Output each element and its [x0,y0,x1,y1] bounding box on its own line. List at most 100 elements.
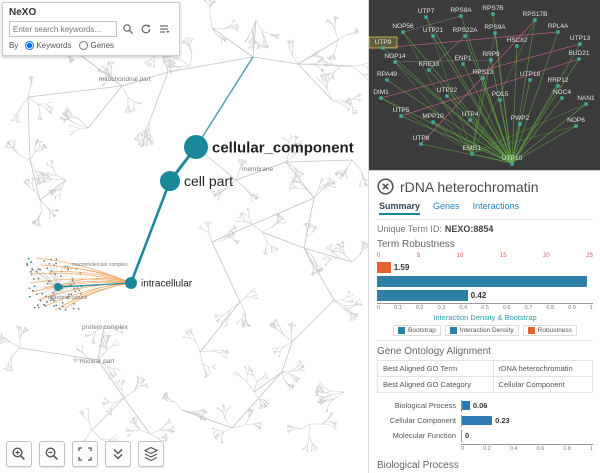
menu-icon[interactable] [156,21,171,37]
zoom-in-button[interactable] [6,441,32,467]
network-node[interactable]: RPS7B [482,5,504,16]
term-title: rDNA heterochromatin [400,178,539,195]
svg-text:HSC82: HSC82 [507,37,528,44]
network-node[interactable]: UTP22 [437,87,458,98]
network-node[interactable]: RRP9 [482,51,500,62]
svg-text:MPP10: MPP10 [422,113,444,120]
biological-process-title: Biological Process [377,460,459,471]
network-node[interactable]: RPS8A [450,7,472,18]
ontology-term-node[interactable]: cellular_component [184,135,354,159]
fit-view-button[interactable] [72,441,98,467]
network-node[interactable]: NOP14 [384,53,406,64]
svg-text:DIM1: DIM1 [373,89,389,96]
network-node[interactable]: DIM1 [373,89,389,100]
robustness-bar-interaction-density: 0.42 [377,289,593,301]
tree-term-label: ribosomal subunit [48,295,88,301]
network-edges [380,13,587,164]
network-node[interactable]: EMG1 [463,145,482,156]
search-input[interactable] [9,21,117,37]
robustness-title: Term Robustness [377,239,455,250]
go-alignment-title: Gene Ontology Alignment [377,346,491,357]
network-node[interactable]: BUD21 [569,50,590,61]
viz-toolbar [6,441,164,467]
svg-text:intracellular: intracellular [141,279,193,290]
network-node[interactable]: UTP7 [418,8,435,19]
collapse-chevrons-button[interactable] [105,441,131,467]
search-by-keywords-radio[interactable]: Keywords [25,41,71,50]
legend-bootstrap[interactable]: Bootstrap [393,325,441,336]
svg-text:UTP8: UTP8 [413,135,430,142]
svg-text:RPS13: RPS13 [473,69,494,76]
tab-interactions[interactable]: Interactions [472,201,520,211]
svg-text:POL5: POL5 [492,91,509,98]
reset-icon[interactable] [138,21,153,37]
svg-text:RPL4A: RPL4A [548,23,569,30]
tab-summary[interactable]: Summary [379,201,421,215]
tab-genes[interactable]: Genes [433,201,460,211]
network-node[interactable]: ENP1 [455,55,472,66]
network-node[interactable]: UTP18 [520,71,541,82]
network-node[interactable]: NOP56 [392,23,414,34]
network-node[interactable]: RRP12 [548,77,569,88]
network-node[interactable]: RPS17B [523,11,548,22]
detail-tabs: Summary Genes Interactions [377,199,593,220]
network-node[interactable]: HSC82 [507,37,528,48]
network-node[interactable]: POL5 [492,91,509,102]
svg-text:KRE33: KRE33 [419,61,440,68]
tree-term-label: mitochondrial part [99,76,151,83]
svg-text:UTP10: UTP10 [502,155,523,162]
network-node[interactable]: UTP10 [502,155,523,166]
network-node[interactable]: NOP6 [567,117,585,128]
svg-text:RRP9: RRP9 [482,51,500,58]
svg-text:UTP22: UTP22 [437,87,458,94]
svg-text:PWP2: PWP2 [511,115,530,122]
network-node[interactable]: RPA49 [377,71,397,82]
network-node[interactable]: MPP10 [422,113,444,124]
layers-button[interactable] [138,441,164,467]
network-node[interactable]: KRE33 [419,61,440,72]
term-id-label: Unique Term ID: [377,224,442,234]
search-icon[interactable] [120,21,135,37]
svg-text:NOP6: NOP6 [567,117,585,124]
network-node[interactable]: NAN1 [577,95,595,106]
term-id-value: NEXO:8854 [444,224,494,234]
legend-robustness[interactable]: Robustness [522,325,577,336]
svg-text:RPS22A: RPS22A [453,27,479,34]
network-node[interactable]: RPS22A [453,27,479,38]
svg-text:RPS17B: RPS17B [523,11,548,18]
network-node[interactable]: PWP2 [511,115,530,126]
search-by-genes-radio[interactable]: Genes [79,41,114,50]
network-node[interactable]: UTP5 [393,107,410,118]
zoom-out-button[interactable] [39,441,65,467]
network-node[interactable]: RPL4A [548,23,569,34]
network-node[interactable]: RPS9A [484,24,506,35]
svg-text:UTP5: UTP5 [393,107,410,114]
legend-interaction-density[interactable]: Interaction Density [444,325,519,336]
network-node[interactable]: UTP8 [413,135,430,146]
network-node[interactable]: UTP13 [570,35,591,46]
svg-text:UTP21: UTP21 [423,27,444,34]
close-icon[interactable] [377,178,394,195]
svg-text:UTP18: UTP18 [520,71,541,78]
ontology-term-node[interactable]: cell part [160,171,233,191]
network-node[interactable]: UTP9 [368,36,398,50]
svg-text:RRP12: RRP12 [548,77,569,84]
network-node[interactable]: UTP4 [462,111,479,122]
network-node[interactable]: RPS13 [473,69,494,80]
ontology-term-node[interactable] [54,283,62,291]
ontology-term-node[interactable]: intracellular [125,277,193,290]
svg-text:cellular_component: cellular_component [212,139,354,156]
network-node[interactable]: NOC4 [553,89,571,100]
svg-text:UTP7: UTP7 [418,8,435,15]
tree-term-label: membrane [242,166,273,173]
network-node[interactable]: UTP21 [423,27,444,38]
